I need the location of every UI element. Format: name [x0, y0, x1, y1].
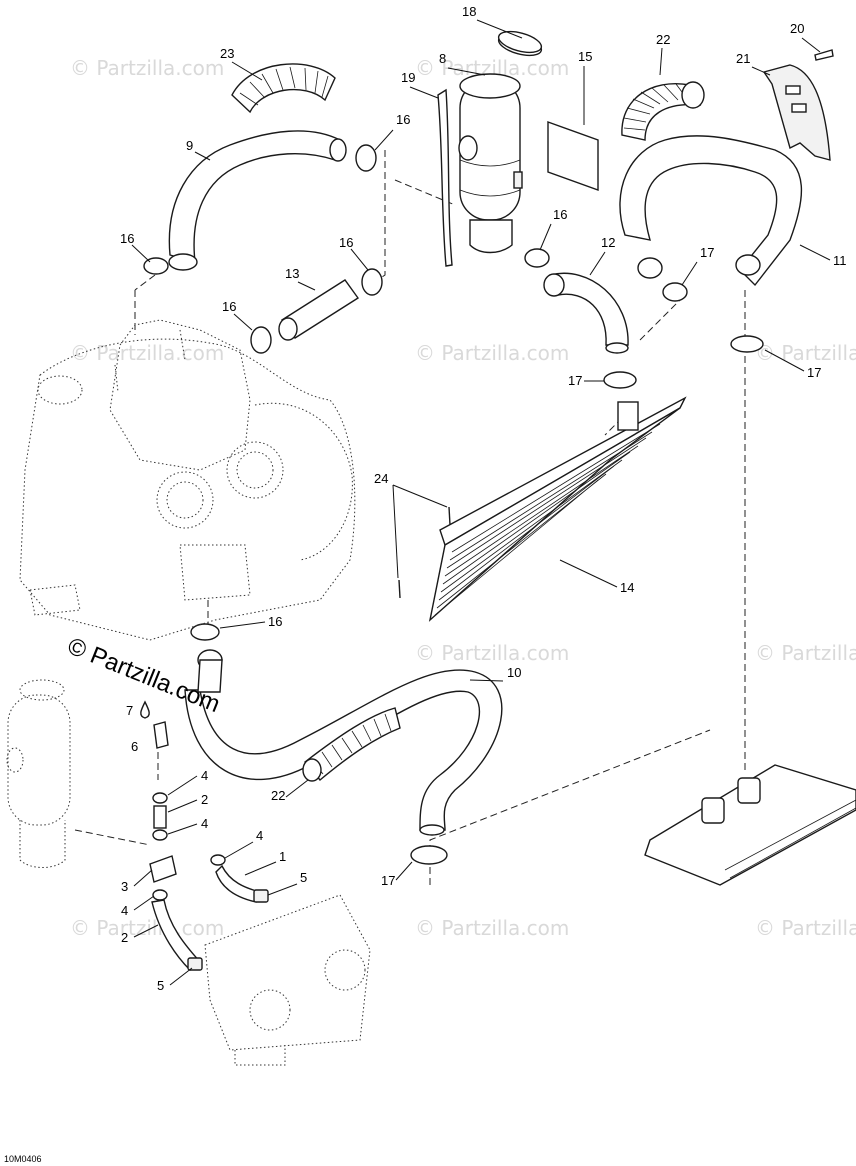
tunnel-cooler [644, 764, 856, 886]
fitting-6 [153, 721, 169, 749]
watermark-group: © Partzilla.com © Partzilla.com © Partzi… [70, 56, 856, 940]
small-fittings [140, 700, 269, 971]
callout-c16e: 16 [222, 299, 236, 314]
drawing-code: 10M0406 [4, 1154, 42, 1164]
callout-c22a: 22 [656, 32, 670, 47]
callout-c17a: 17 [700, 245, 714, 260]
hose-clamps-16 [143, 144, 550, 641]
corrugated-hose-22-lower [302, 707, 401, 782]
callout-c24: 24 [374, 471, 388, 486]
hose-clamps-17 [410, 282, 764, 865]
callout-c9: 9 [186, 138, 193, 153]
callout-c4b: 4 [201, 816, 208, 831]
tee-fitting-3 [149, 855, 177, 883]
heat-exchanger-14 [428, 396, 687, 622]
tank-cap-18 [497, 30, 543, 57]
screw-20 [814, 49, 834, 61]
callout-c19: 19 [401, 70, 415, 85]
sealant-7 [140, 700, 150, 719]
hose-9 [168, 130, 347, 271]
hose-11 [619, 135, 803, 287]
callout-c1: 1 [279, 849, 286, 864]
callout-c14: 14 [620, 580, 634, 595]
callout-c7: 7 [126, 703, 133, 718]
callout-c4c: 4 [256, 828, 263, 843]
callout-c2a: 2 [201, 792, 208, 807]
callout-c5a: 5 [300, 870, 307, 885]
callout-c15: 15 [578, 49, 592, 64]
callout-c16d: 16 [339, 235, 353, 250]
watermark: © Partzilla.com [70, 916, 224, 940]
corrugated-hose-23 [231, 63, 336, 114]
watermark: © Partzilla.com [415, 341, 569, 365]
callout-c16b: 16 [553, 207, 567, 222]
callout-c12: 12 [601, 235, 615, 250]
callout-c23: 23 [220, 46, 234, 61]
callout-c17b: 17 [807, 365, 821, 380]
callout-c5b: 5 [157, 978, 164, 993]
engine-block [19, 319, 356, 641]
hose-12 [543, 272, 629, 354]
watermark: © Partzilla.com [70, 341, 224, 365]
hose-10 [184, 649, 503, 836]
watermark: © Partzilla.com [755, 341, 856, 365]
callout-c4d: 4 [121, 903, 128, 918]
callout-c16f: 16 [268, 614, 282, 629]
overflow-hose-19 [437, 88, 453, 267]
watermark: © Partzilla.com [755, 916, 856, 940]
leader-lines [131, 19, 831, 986]
callout-c16a: 16 [396, 112, 410, 127]
callout-c8: 8 [439, 51, 446, 66]
label-decal-15 [547, 121, 599, 191]
watermark: © Partzilla.com [415, 916, 569, 940]
coolant-tank-8 [458, 73, 523, 254]
callout-c17d: 17 [381, 873, 395, 888]
bracket-21 [762, 64, 831, 161]
callout-c21: 21 [736, 51, 750, 66]
watermark: © Partzilla.com [415, 641, 569, 665]
callout-c18: 18 [462, 4, 476, 19]
callout-c6: 6 [131, 739, 138, 754]
callout-c3: 3 [121, 879, 128, 894]
watermark: © Partzilla.com [755, 641, 856, 665]
callout-c10: 10 [507, 665, 521, 680]
screws-24 [398, 506, 451, 599]
callout-c20: 20 [790, 21, 804, 36]
hose-13 [278, 279, 360, 341]
callout-c4a: 4 [201, 768, 208, 783]
callout-c13: 13 [285, 266, 299, 281]
callout-c22b: 22 [271, 788, 285, 803]
callout-c2b: 2 [121, 930, 128, 945]
corrugated-hose-22-upper [621, 81, 705, 141]
carburetors [204, 894, 371, 1066]
watermark: © Partzilla.com [70, 56, 224, 80]
callout-c11: 11 [833, 253, 847, 268]
coolant-tank-reference [6, 679, 71, 868]
callout-c17c: 17 [568, 373, 582, 388]
callout-c16c: 16 [120, 231, 134, 246]
